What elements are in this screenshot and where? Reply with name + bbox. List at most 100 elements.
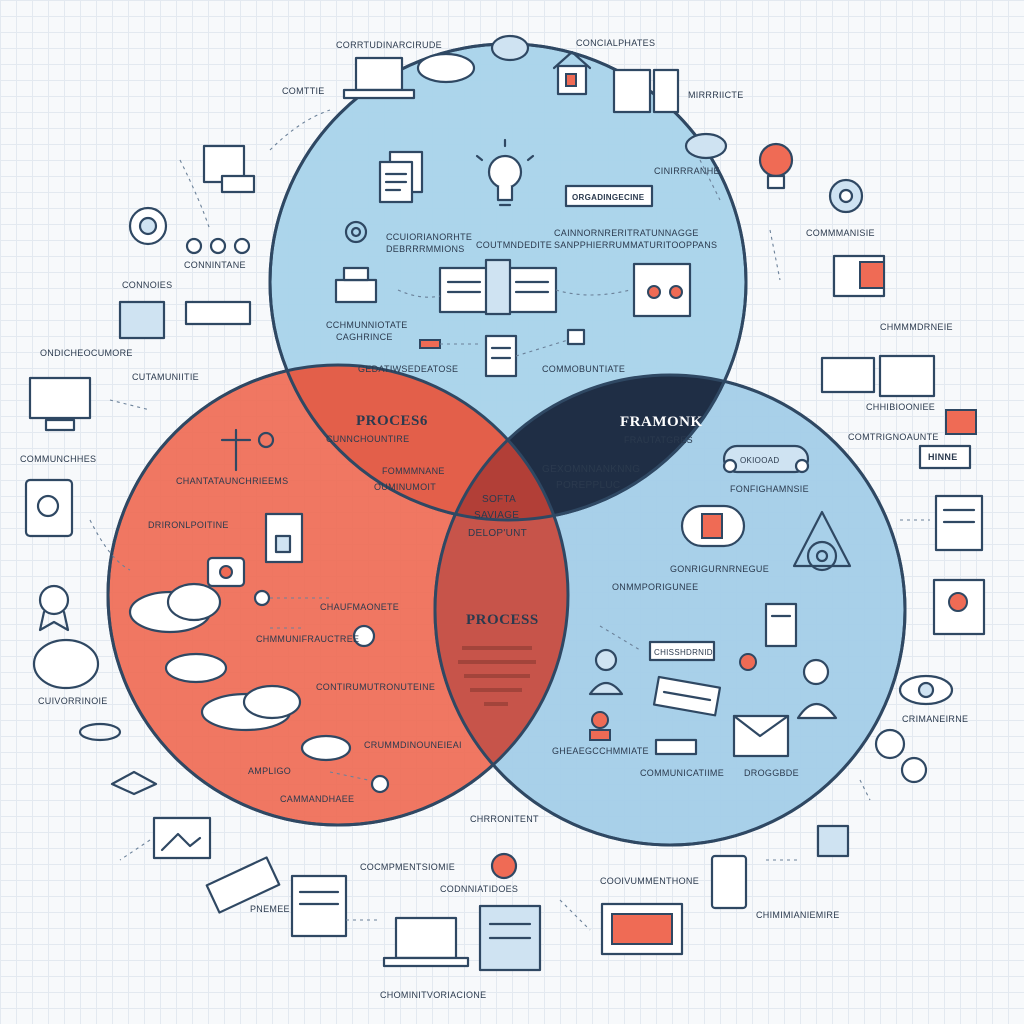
phone-icon bbox=[202, 144, 256, 194]
outer-label-left-7: CUIVORRINOIE bbox=[38, 696, 108, 706]
document-icon-bottom bbox=[290, 874, 348, 938]
svg-text:ORGADINGECINE: ORGADINGECINE bbox=[572, 193, 645, 202]
region-text-top-right-1: GEXOMNNANKNNG bbox=[542, 464, 640, 475]
gear-icon-left bbox=[128, 206, 168, 246]
box-3d-icon bbox=[832, 254, 886, 298]
doc-small-icon bbox=[484, 334, 518, 378]
outer-label-top-1: CORRTUDINARCIRUDE bbox=[336, 40, 442, 50]
outer-label-left-6: PNEMEE bbox=[250, 904, 290, 914]
gear-icon-right bbox=[828, 178, 864, 214]
outer-label-bottom-4: COOIVUMMENTHONE bbox=[600, 876, 699, 886]
right-caption-1: FONFIGHAMNSIE bbox=[730, 484, 809, 494]
cloud-icon-top-2 bbox=[490, 34, 530, 62]
eye-icon-left bbox=[78, 722, 122, 742]
top-caption-8: GEDATIWSEDEATOSE bbox=[358, 364, 458, 374]
outer-label-left-1: CONNINTANE bbox=[184, 260, 246, 270]
outer-label-right-1: CINIRRRANHE bbox=[654, 166, 720, 176]
award-icon bbox=[38, 584, 70, 632]
node-circle-2 bbox=[352, 624, 376, 648]
id-card-icon bbox=[932, 578, 986, 636]
left-caption-5: CONTIRUMUTRONUTEINE bbox=[316, 682, 435, 692]
outer-label-right-6: HINNE bbox=[928, 452, 958, 462]
svg-text:CHISSHDRNID: CHISSHDRNID bbox=[654, 648, 713, 657]
eye-icon-right bbox=[898, 674, 954, 706]
top-caption-3: COUTMNDEDITE bbox=[476, 240, 552, 250]
center-text-3: DELOP'UNT bbox=[468, 528, 527, 539]
outer-label-bottom-3: COCMPMENTSIOMIE bbox=[360, 862, 455, 872]
bag-icon bbox=[206, 556, 246, 588]
cloud-icon-top-1 bbox=[416, 52, 476, 84]
calendar-icon bbox=[478, 904, 542, 972]
center-text-1: SOFTA bbox=[482, 494, 516, 505]
user-icon-left bbox=[588, 648, 624, 696]
region-title-framework: FRAMONK bbox=[620, 414, 703, 430]
cloud-icon-top-right bbox=[684, 132, 728, 160]
left-caption-7: AMPLIGO bbox=[248, 766, 291, 776]
right-caption-4: GHEAEGCCHMMIATE bbox=[552, 746, 649, 756]
top-caption-4: CAINNORNRERITRATUNNAGGE bbox=[554, 228, 699, 238]
cloud-icon-4 bbox=[300, 734, 352, 762]
region-text-top-right-2: POREPPLUC bbox=[556, 480, 620, 491]
center-text-2: SAVIAGE bbox=[474, 510, 519, 521]
monitor-icon-left bbox=[28, 376, 92, 432]
recycle-network-icon bbox=[792, 510, 852, 572]
left-caption-3: CHAUFMAONETE bbox=[320, 602, 399, 612]
bottom-overlap-text-lines bbox=[458, 646, 536, 706]
magnet-icon bbox=[739, 653, 757, 671]
idea-bulb-icon bbox=[758, 142, 794, 190]
left-caption-2: DRIRONLPOITINE bbox=[148, 520, 229, 530]
label-tag-icon bbox=[918, 444, 972, 470]
package-icon bbox=[732, 714, 790, 758]
sync-icon bbox=[680, 504, 746, 548]
browser-icon bbox=[612, 68, 680, 114]
bar-chart-icon bbox=[945, 409, 977, 435]
cloud-badge-icon: OKIOOAD bbox=[722, 444, 810, 474]
top-caption-6: CCHMUNNIOTATE bbox=[326, 320, 408, 330]
top-banner-box: ORGADINGECINE bbox=[564, 184, 654, 208]
outer-label-bottom-2: CODNNIATIDOES bbox=[440, 884, 518, 894]
gear-pair-icon bbox=[874, 728, 928, 784]
region-subtitle-top-right: FRAUTATGRES bbox=[624, 435, 693, 445]
presentation-icon bbox=[600, 902, 684, 956]
small-box-icon bbox=[654, 738, 698, 756]
image-icon bbox=[152, 816, 212, 860]
tablet-icon-bottom bbox=[710, 854, 748, 910]
dots-icon bbox=[185, 237, 251, 255]
node-circle-3 bbox=[370, 774, 390, 794]
certificate-icon bbox=[934, 494, 984, 552]
outer-label-top-2: COMTTIE bbox=[282, 86, 325, 96]
printer-icon bbox=[334, 266, 378, 304]
file-icon-left bbox=[264, 512, 304, 564]
desktop-icon bbox=[118, 300, 252, 340]
region-title-process-bottom: PROCESS bbox=[466, 612, 539, 628]
laptop-icon-top bbox=[342, 56, 416, 100]
gear-icon-top bbox=[344, 220, 368, 244]
outer-label-right-3: CHMMMDRNEIE bbox=[880, 322, 953, 332]
home-icon bbox=[552, 50, 592, 96]
outer-label-right-7: CRIMANEIRNE bbox=[902, 714, 968, 724]
cloud-icon-1 bbox=[128, 582, 222, 634]
outer-label-top-3: CONCIALPHATES bbox=[576, 38, 655, 48]
cloud-icon-left bbox=[32, 638, 100, 690]
outer-label-right-4: CHHIBIOONIEE bbox=[866, 402, 935, 412]
top-caption-1: CCUIORIANORHTE bbox=[386, 232, 472, 242]
red-tag-icon bbox=[419, 339, 441, 349]
outer-label-bottom-5: CHIMIMIANIEMIRE bbox=[756, 910, 840, 920]
right-caption-2: GONRIGURNRNEGUE bbox=[670, 564, 769, 574]
right-caption-3: ONMMPORIGUNEE bbox=[612, 582, 698, 592]
outer-label-left-5: COMMUNCHHES bbox=[20, 454, 96, 464]
top-caption-2: DEBRRRMMIONS bbox=[386, 244, 465, 254]
cloud-icon-3 bbox=[200, 684, 302, 732]
card-icon bbox=[652, 675, 722, 717]
left-caption-8: CAMMANDHAEE bbox=[280, 794, 354, 804]
chip-badge: CHISSHDRNID bbox=[648, 640, 716, 662]
folder-icon bbox=[632, 262, 692, 318]
tablet-icon-left bbox=[24, 478, 74, 538]
top-caption-7: CAGHRINCE bbox=[336, 332, 393, 342]
outer-label-left-2: CONNOIES bbox=[122, 280, 172, 290]
puzzle-icon bbox=[816, 824, 850, 858]
overlap-top-left bbox=[270, 365, 568, 520]
right-caption-6: DROGGBDE bbox=[744, 768, 799, 778]
region-text-top-left-1: FOMMMNANE bbox=[382, 466, 445, 476]
